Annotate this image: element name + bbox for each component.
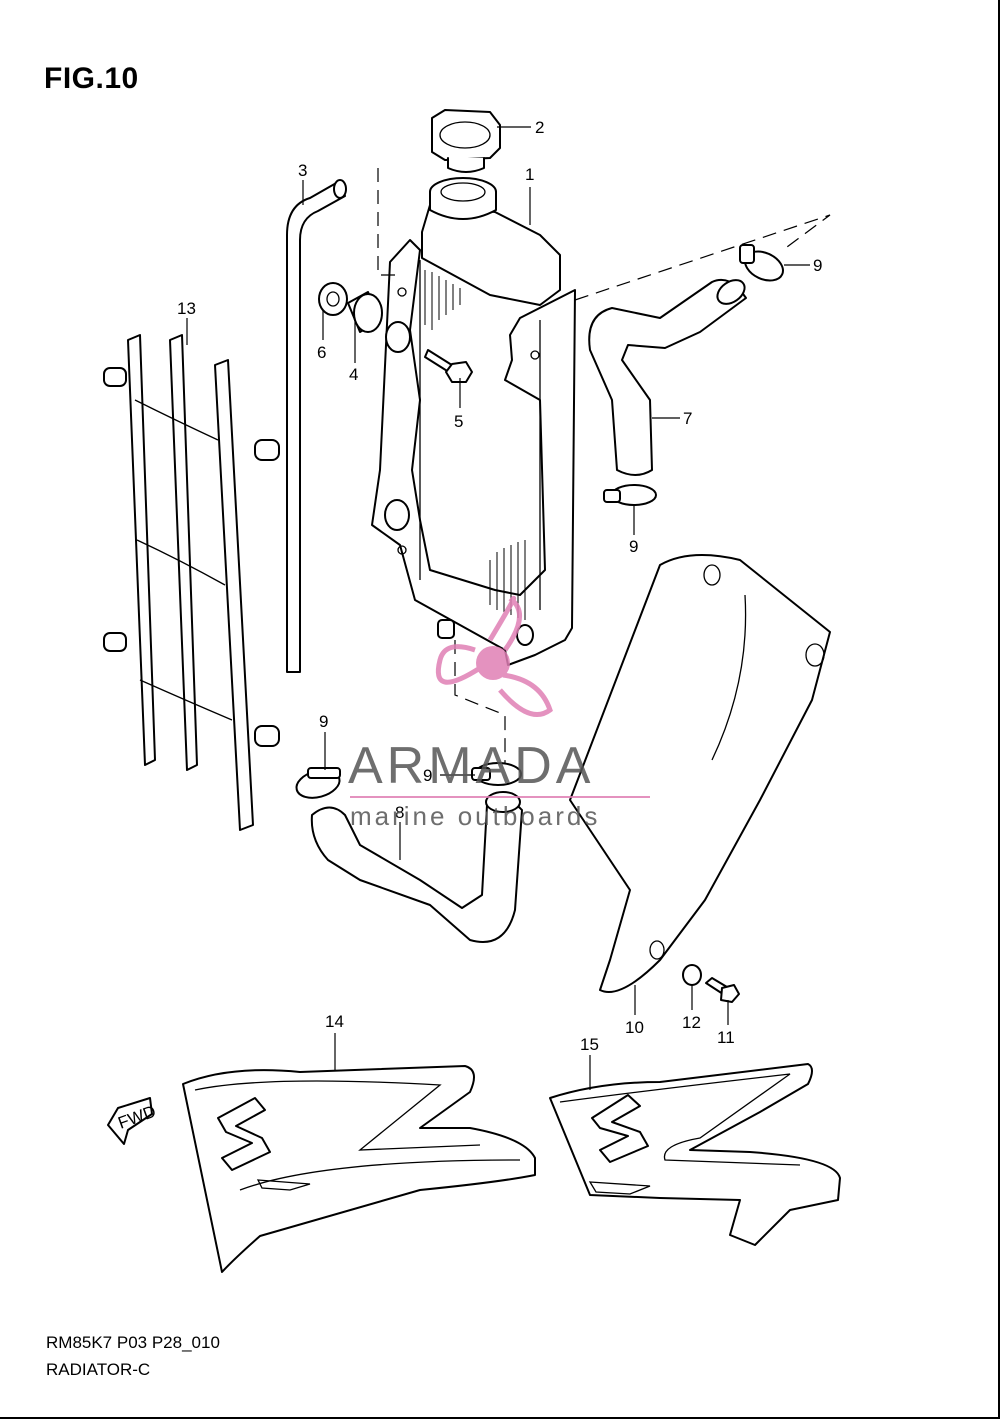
callout-9-lower-left: 9	[319, 712, 328, 731]
figure-name: RADIATOR-C	[46, 1360, 151, 1379]
part-12-washer[interactable]	[682, 964, 702, 986]
watermark-tagline: marine outboards	[350, 801, 600, 831]
part-9-hose-clamp-lower-left[interactable]	[293, 766, 342, 803]
part-11-bolt[interactable]	[705, 977, 740, 1003]
part-1-radiator[interactable]	[371, 168, 831, 775]
callout-7: 7	[683, 409, 692, 428]
callout-4: 4	[349, 365, 358, 384]
callout-12: 12	[682, 1013, 701, 1032]
part-15-right-shroud[interactable]	[549, 1063, 841, 1246]
part-5-bolt[interactable]	[424, 349, 473, 383]
part-3-overflow-tube[interactable]	[286, 179, 347, 673]
part-7-upper-hose[interactable]	[588, 275, 749, 476]
leader-lines	[186, 126, 810, 1090]
callout-14: 14	[325, 1012, 344, 1031]
armada-watermark: ARMADA marine outboards	[348, 595, 650, 831]
callout-9-middle: 9	[629, 537, 638, 556]
callout-9-lower-right: 9	[423, 766, 432, 785]
part-10-radiator-cover[interactable]	[569, 554, 831, 993]
part-2-radiator-cap[interactable]	[431, 109, 501, 173]
fwd-arrow-icon: FWD	[107, 1097, 158, 1145]
part-13-radiator-guard[interactable]	[103, 334, 280, 831]
watermark-brand: ARMADA	[348, 737, 594, 795]
callout-8: 8	[395, 803, 404, 822]
propeller-logo-icon	[436, 595, 553, 717]
part-9-hose-clamp-upper[interactable]	[739, 244, 788, 286]
callout-1: 1	[525, 165, 534, 184]
part-9-hose-clamp-lower-right[interactable]	[471, 762, 522, 786]
figure-title: FIG.10	[44, 62, 139, 95]
part-14-left-shroud[interactable]	[182, 1065, 536, 1273]
callout-15: 15	[580, 1035, 599, 1054]
callout-6: 6	[317, 343, 326, 362]
part-4-cushion[interactable]	[347, 291, 383, 333]
part-9-hose-clamp-middle[interactable]	[603, 484, 657, 506]
callout-3: 3	[298, 161, 307, 180]
propeller-hub-icon	[476, 646, 510, 680]
figure-code: RM85K7 P03 P28_010	[46, 1333, 220, 1352]
callout-11: 11	[717, 1028, 735, 1047]
part-6-grommet[interactable]	[318, 282, 348, 316]
callout-13: 13	[177, 299, 196, 318]
callout-2: 2	[535, 118, 544, 137]
callout-9-upper: 9	[813, 256, 822, 275]
callout-10: 10	[625, 1018, 644, 1037]
callout-5: 5	[454, 412, 463, 431]
callout-numbers: 1 2 3 4 5 6 7 8 9 9 9 9 10 11 12 13 14 1…	[177, 118, 822, 1054]
